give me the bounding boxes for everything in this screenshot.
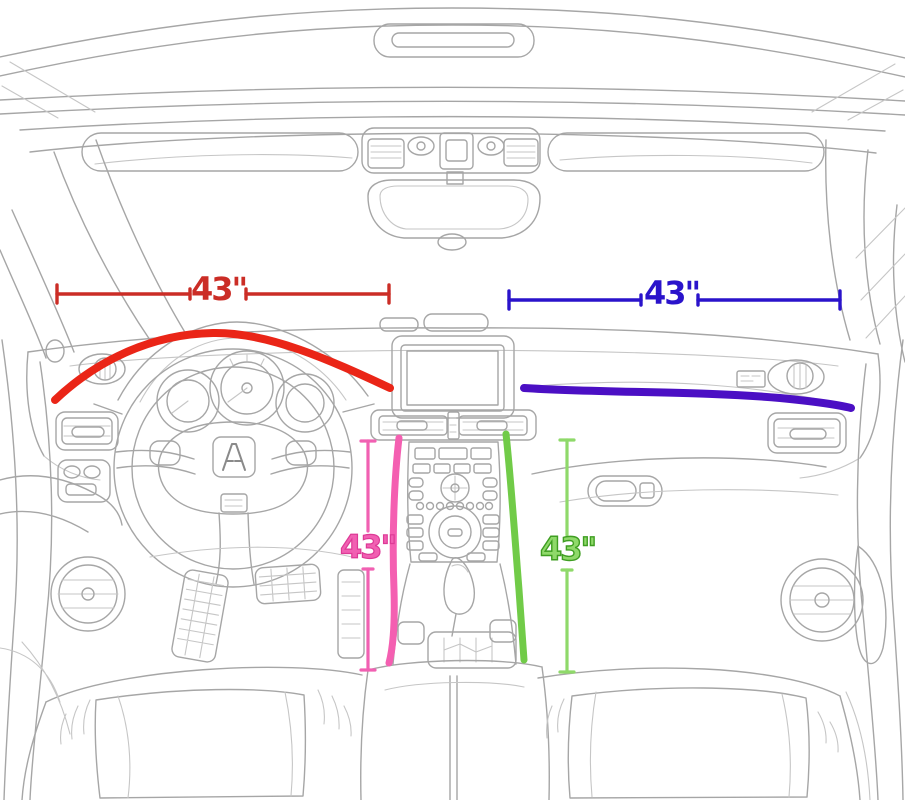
driver-dash-dimension-line <box>55 283 391 305</box>
steering-button-pod <box>149 440 181 466</box>
driver-dash-highlight-line <box>51 328 394 404</box>
shift-gate <box>427 631 517 669</box>
roof-sunroof <box>0 7 905 132</box>
mirror-sail-cover <box>45 339 65 363</box>
glovebox-seam <box>531 457 827 475</box>
volume-knob <box>428 505 482 559</box>
left-a-pillar <box>0 139 187 363</box>
measurement-annotations <box>51 283 855 674</box>
tweeter-speaker <box>767 359 825 395</box>
passenger-seat <box>537 667 861 800</box>
pedals <box>149 546 365 663</box>
map-light <box>477 136 505 156</box>
passenger-dash-dimension-line <box>507 289 842 311</box>
shift-knob <box>443 557 476 615</box>
right-sun-visor <box>547 132 825 172</box>
steering-wheel <box>93 348 375 588</box>
right-a-pillar <box>825 139 905 363</box>
passenger-dash-highlight-line <box>520 384 855 412</box>
door-speaker <box>780 558 864 642</box>
column-stalks <box>93 403 375 415</box>
center-vents <box>370 409 537 441</box>
tweeter-speaker <box>78 353 126 385</box>
measurement-label-passenger-dash: 43" <box>644 274 701 312</box>
side-air-vent <box>767 412 847 454</box>
gear-shifter <box>392 557 517 669</box>
door-speaker <box>50 556 126 632</box>
center-armrest <box>360 659 550 800</box>
acura-logo-icon <box>222 443 246 471</box>
interface-dial <box>440 473 470 503</box>
driver-seat <box>21 666 363 800</box>
window-switch-panel <box>57 459 111 503</box>
center-stack <box>370 335 537 563</box>
rearview-mirror <box>367 179 541 251</box>
left-sun-visor <box>81 132 359 172</box>
right-door-panel <box>531 339 904 800</box>
horn-pad <box>212 436 256 478</box>
measurement-label-driver-console: 43" <box>339 528 397 566</box>
measurement-label-passenger-console: 43" <box>539 530 598 568</box>
passenger-console-highlight-line <box>502 430 528 664</box>
vehicle-drawing <box>0 7 905 800</box>
fuel-temp-gauge <box>275 373 335 433</box>
airbag-badge <box>736 370 766 388</box>
door-pull <box>853 545 887 665</box>
accelerator-pedal <box>171 569 229 663</box>
steering-button-pod <box>285 440 317 466</box>
brake-pedal <box>254 563 322 605</box>
measurement-label-driver-dash: 43" <box>191 270 248 308</box>
sunroof-handle <box>373 23 535 58</box>
instrument-cluster <box>156 350 335 433</box>
navigation-screen <box>400 344 505 412</box>
driver-console-dimension-line <box>359 439 377 672</box>
overhead-console <box>361 127 541 185</box>
speedometer-gauge <box>209 350 285 426</box>
driver-console-highlight-line <box>385 434 403 667</box>
side-air-vent <box>55 411 119 451</box>
sun-visors <box>29 132 877 172</box>
passenger-console-dimension-line <box>558 438 576 674</box>
map-light <box>407 136 435 156</box>
